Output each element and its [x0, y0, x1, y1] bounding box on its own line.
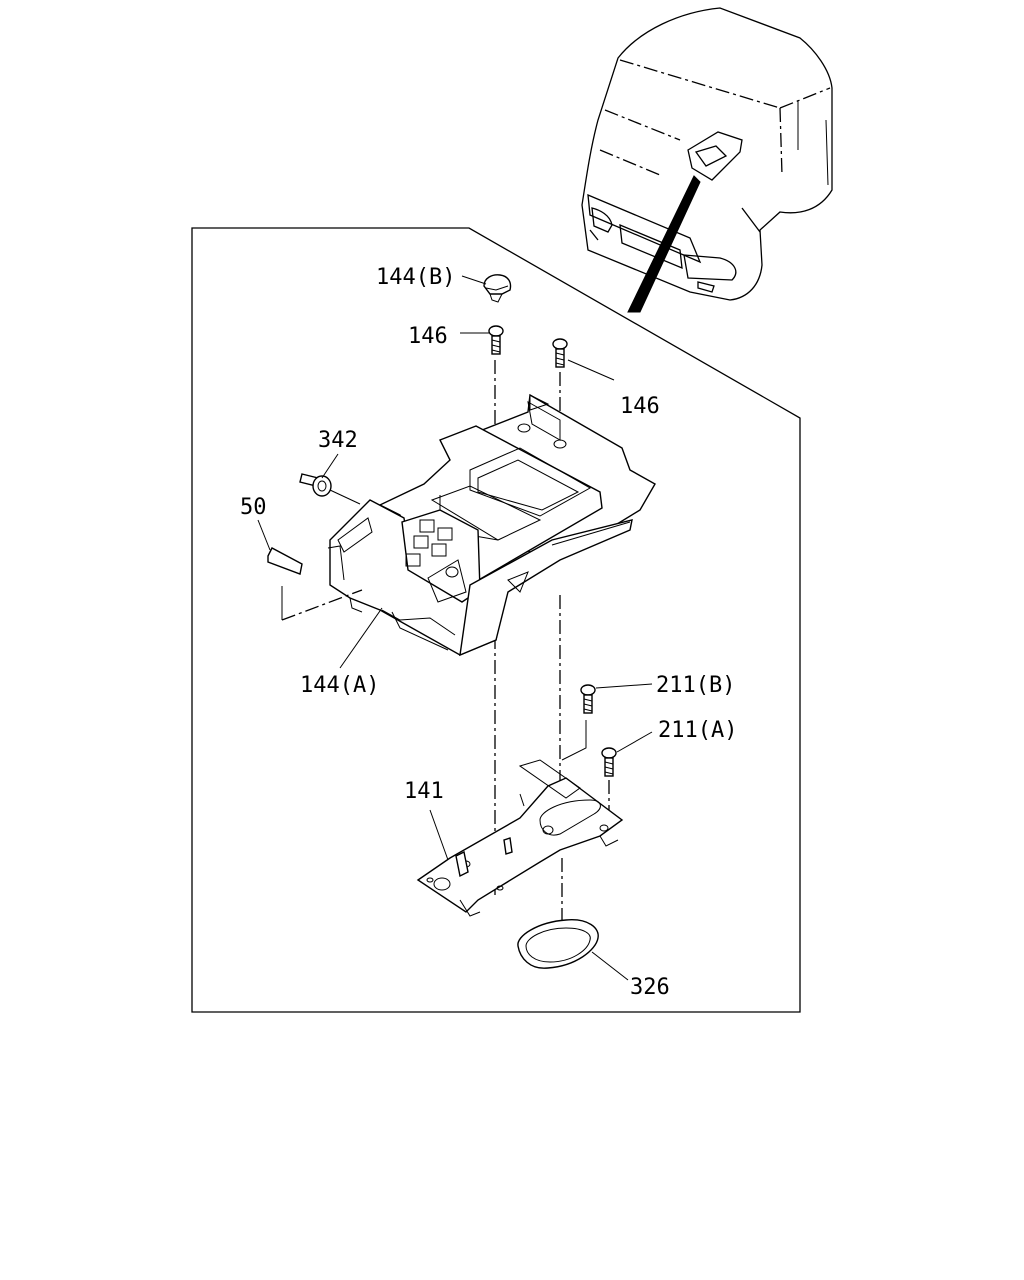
callout-211b: 211(B) — [656, 673, 735, 698]
cap-144b — [483, 274, 512, 303]
cover-50 — [267, 547, 303, 575]
leader-211a — [616, 731, 653, 753]
leader-146-right — [567, 359, 615, 381]
detail-frame — [191, 227, 801, 1013]
bolt-211a — [601, 747, 617, 777]
callout-211a: 211(A) — [658, 718, 737, 743]
leader-326 — [591, 951, 629, 981]
leader-144b — [461, 275, 487, 285]
callout-146-right: 146 — [620, 394, 660, 419]
callout-50: 50 — [240, 495, 267, 520]
callout-146-left: 146 — [408, 324, 448, 349]
leader-141 — [429, 809, 449, 861]
bolt-146-left — [488, 325, 504, 355]
callout-141: 141 — [404, 779, 444, 804]
bracket-141 — [416, 759, 624, 917]
bolt-146-right — [552, 338, 568, 368]
callout-342: 342 — [318, 428, 358, 453]
leader-50 — [257, 519, 271, 551]
leader-144a — [339, 607, 383, 669]
callout-326: 326 — [630, 975, 670, 1000]
truck-cab-inset — [581, 7, 833, 313]
seal-326 — [517, 919, 599, 969]
callout-144b: 144(B) — [376, 265, 455, 290]
bolt-211b — [580, 684, 596, 714]
clip-342 — [299, 473, 332, 497]
callout-144a: 144(A) — [300, 673, 379, 698]
leader-342 — [321, 453, 339, 479]
console-144a — [327, 393, 656, 657]
leader-211b — [595, 683, 653, 689]
